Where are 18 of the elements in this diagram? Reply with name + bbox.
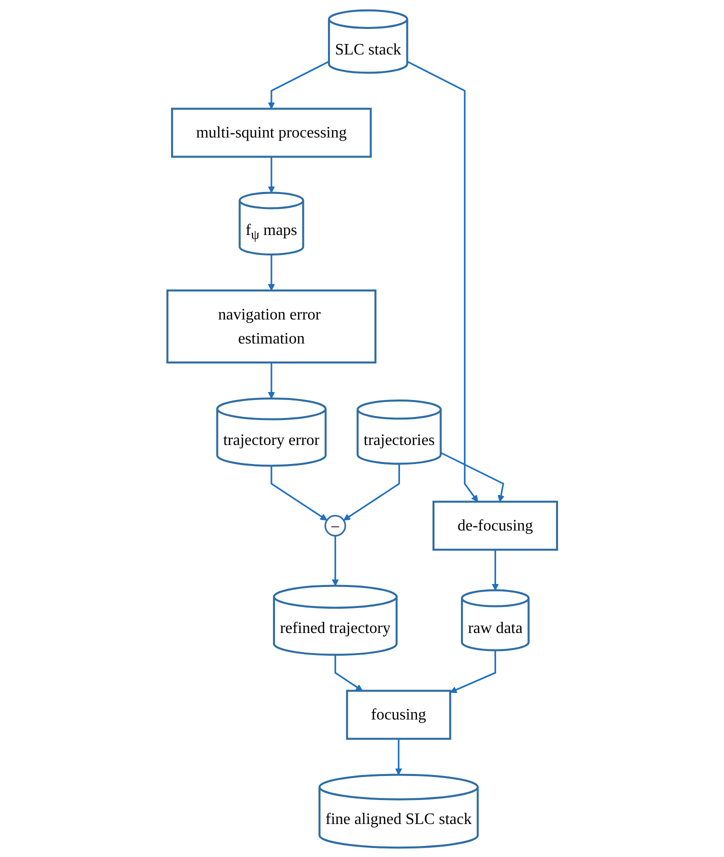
arrow: [268, 156, 275, 193]
arrow: [440, 451, 504, 502]
arrow: [268, 362, 275, 398]
node-box: focusing: [346, 689, 451, 740]
arrow: [450, 650, 496, 693]
node-box: de-focusing: [432, 500, 558, 550]
arrow: [332, 535, 339, 586]
arrow: [406, 60, 478, 502]
arrow: [343, 463, 400, 520]
arrow: [492, 549, 499, 590]
arrow: [270, 465, 328, 520]
node-circle: –: [324, 514, 346, 536]
node-box: multi-squint processing: [170, 107, 372, 158]
arrow: [394, 738, 402, 775]
node-box: navigation error estimation: [166, 288, 376, 363]
arrow: [334, 654, 363, 691]
arrow: [268, 254, 275, 290]
arrow: [268, 60, 330, 109]
